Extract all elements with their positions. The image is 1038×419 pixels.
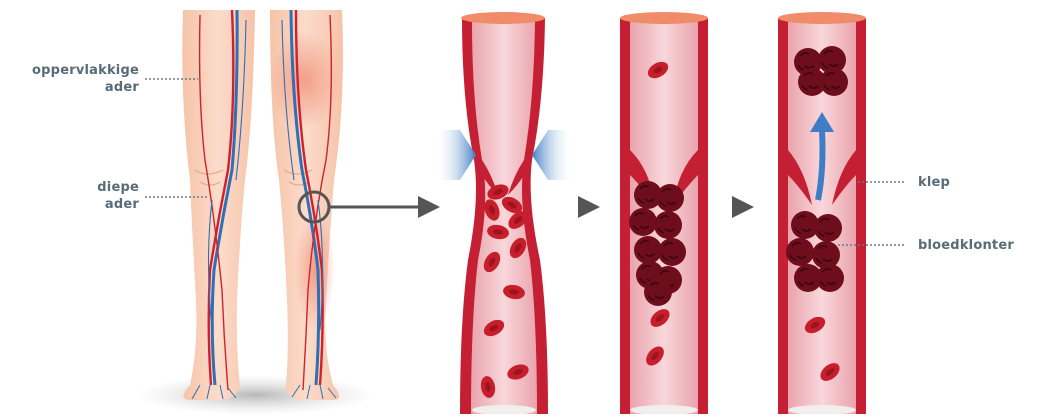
superficial-vein-label: oppervlakkige ader <box>6 62 139 96</box>
vessel-rim <box>461 12 545 24</box>
vessel-embolism <box>778 12 866 414</box>
deep-vein-label-line1: diepe <box>40 179 139 196</box>
superficial-vein-label-line2: ader <box>6 79 139 96</box>
deep-vein-label-line2: ader <box>40 196 139 213</box>
step-arrow-icon <box>732 196 754 218</box>
legs-illustration <box>135 10 440 414</box>
blood-clot-label: bloedklonter <box>918 237 1014 254</box>
vessel-compressed <box>436 12 572 414</box>
vessel-rim <box>778 12 866 24</box>
vessel-rim <box>620 12 708 24</box>
step-arrow-icon <box>578 196 600 218</box>
blood-clot <box>786 211 844 292</box>
pressure-arrow-icon <box>436 130 476 180</box>
vessel-clot-forming <box>620 12 708 414</box>
step-arrow-icon <box>418 196 440 218</box>
floor-shadow <box>135 375 375 414</box>
deep-vein-label: diepe ader <box>40 179 139 213</box>
valve-label: klep <box>918 174 950 191</box>
superficial-vein-label-line1: oppervlakkige <box>6 62 139 79</box>
pressure-arrow-icon <box>532 130 572 180</box>
